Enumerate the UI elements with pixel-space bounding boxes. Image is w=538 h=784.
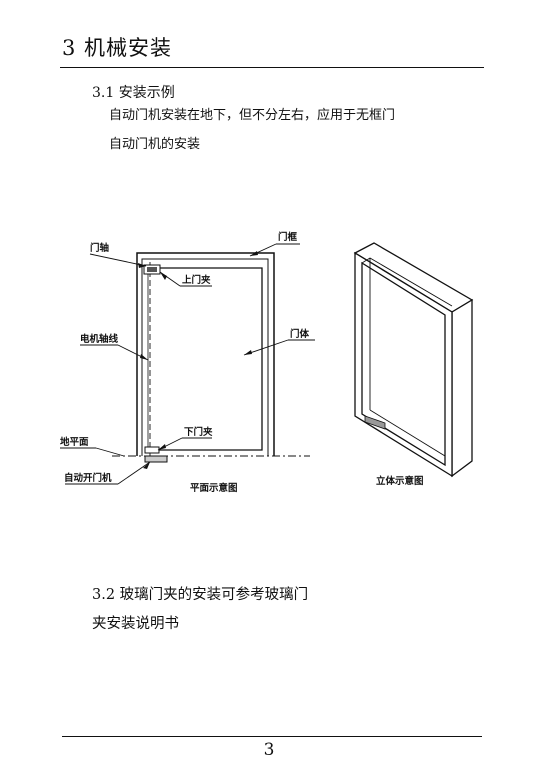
auto-opener-box <box>144 455 168 463</box>
perspective-door-bottom <box>364 415 386 430</box>
perspective-frame-drawing <box>353 242 474 478</box>
label-upper-clamp: 上门夹 <box>182 274 211 286</box>
door-body-outline <box>148 267 263 451</box>
label-plan-view: 平面示意图 <box>190 482 238 494</box>
label-auto-opener: 自动开门机 <box>64 472 112 484</box>
diagram-labels: 门轴 门框 上门夹 电机轴线 门体 地平面 下门夹 自动开门机 平面示意图 立体… <box>60 231 424 494</box>
label-door-frame: 门框 <box>278 231 298 243</box>
subsection-3-2-line2: 夹安装说明书 <box>92 616 179 632</box>
subsection-3-1-text-line2: 自动门机的安装 <box>109 137 201 152</box>
label-ground: 地平面 <box>60 436 89 448</box>
subsection-3-1-title: 3.1 安装示例 <box>92 85 175 101</box>
label-lower-clamp: 下门夹 <box>184 426 213 438</box>
leader-arrowheads <box>138 251 258 469</box>
installation-diagram: 门轴 门框 上门夹 电机轴线 门体 地平面 下门夹 自动开门机 平面示意图 立体… <box>60 231 474 494</box>
section-title: 3 机械安装 <box>62 36 173 60</box>
label-door-shaft: 门轴 <box>90 242 110 254</box>
label-perspective-view: 立体示意图 <box>376 475 424 487</box>
footer-divider <box>62 736 482 737</box>
page-number: 3 <box>263 740 275 760</box>
label-door-body: 门体 <box>290 328 310 340</box>
lower-clamp <box>144 446 160 454</box>
subsection-3-2-line1: 3.2 玻璃门夹的安装可参考玻璃门 <box>92 587 309 603</box>
header-divider <box>60 67 484 68</box>
label-motor-axis: 电机轴线 <box>80 333 119 345</box>
subsection-3-1-text-line1: 自动门机安装在地下，但不分左右，应用于无框门 <box>109 108 396 123</box>
